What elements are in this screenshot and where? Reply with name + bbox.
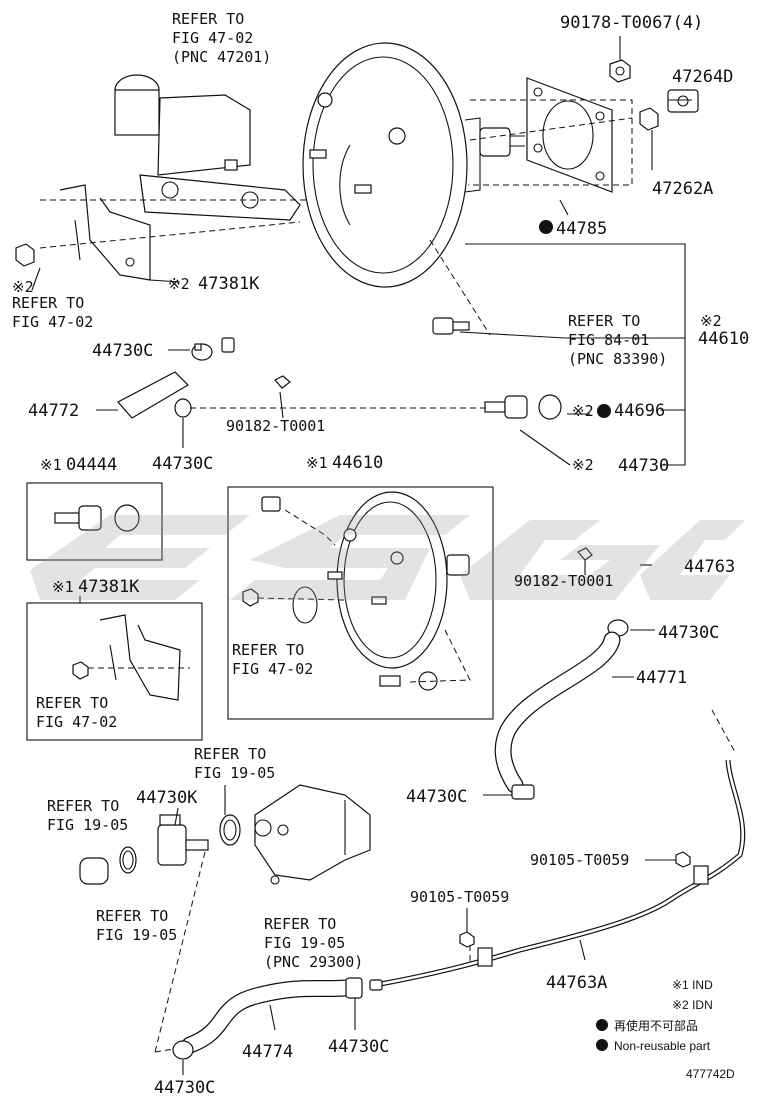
label-44730k: 44730K	[136, 788, 198, 808]
clip-90182-b	[577, 547, 593, 561]
bolt-90105-b	[459, 931, 475, 948]
clevis-47264d	[667, 89, 699, 113]
brake-booster-inset	[242, 491, 470, 691]
label-44696: 44696	[614, 401, 665, 421]
leader-lines	[31, 36, 692, 1075]
master-cylinder	[114, 74, 301, 221]
label-44610-inset: 44610	[332, 453, 383, 473]
note-1-04444: ※1	[40, 456, 62, 474]
label-44763: 44763	[684, 557, 735, 577]
non-reusable-dot-44696	[597, 404, 611, 418]
vacuum-hose-44730	[221, 330, 642, 595]
hose-44763a	[369, 759, 746, 991]
legend-idn: ※2 IDN	[672, 998, 713, 1012]
label-44763a: 44763A	[546, 973, 607, 993]
bracket-47381k	[59, 184, 151, 281]
inset-04444-box	[26, 482, 163, 561]
note-2-left: ※2	[12, 278, 34, 296]
o-ring-top	[219, 814, 241, 846]
label-44771: 44771	[636, 668, 687, 688]
label-44785: 44785	[556, 219, 607, 239]
union-44730k	[157, 814, 209, 866]
clamp-44730c-d	[511, 784, 535, 800]
clip-90182-a	[274, 375, 291, 389]
non-reusable-dot-44785	[539, 220, 553, 234]
note-1-47381k-inset: ※1	[52, 578, 74, 596]
label-47264d: 47264D	[672, 67, 733, 87]
label-44610: 44610	[698, 329, 749, 349]
nut-90178	[609, 59, 631, 83]
cap-left	[79, 857, 109, 885]
clamp-44730c-f	[172, 1040, 194, 1060]
vacuum-pump	[254, 784, 371, 885]
legend-non-reusable-en: Non-reusable part	[614, 1039, 711, 1053]
label-04444: 04444	[66, 455, 117, 475]
note-1-44610-inset: ※1	[306, 454, 328, 472]
bolt-90105-a	[675, 851, 691, 868]
legend-ind: ※1 IND	[672, 978, 713, 992]
diagram-id: 477742D	[686, 1067, 735, 1081]
note-2-47381k: ※2	[168, 275, 190, 293]
note-2-44696: ※2	[572, 402, 594, 420]
label-44774: 44774	[242, 1042, 293, 1062]
label-44730c-d: 44730C	[406, 787, 467, 807]
legend-non-reusable-jp: 再使用不可部品	[614, 1018, 698, 1033]
legend-bullet-en	[596, 1039, 608, 1051]
inset-47381k-box	[26, 602, 203, 741]
label-44730c-e: 44730C	[328, 1037, 389, 1057]
nut-47262a	[639, 107, 659, 131]
check-valve-44696	[484, 394, 562, 420]
o-ring-left	[119, 846, 137, 874]
note-2-44610: ※2	[700, 312, 722, 330]
bracket-hose-b	[693, 865, 709, 885]
bracket-47381k-inset	[72, 614, 181, 701]
gasket-44785	[526, 77, 613, 193]
label-44772: 44772	[28, 401, 79, 421]
label-47381k: 47381K	[198, 274, 260, 294]
label-44730c-f: 44730C	[154, 1078, 215, 1098]
brake-booster	[302, 42, 525, 288]
hose-44772	[117, 371, 189, 419]
label-44730c-c: 44730C	[658, 623, 719, 643]
clamp-44730c-a	[191, 343, 213, 361]
check-valve-04444	[54, 504, 140, 532]
label-44730c-b: 44730C	[152, 454, 213, 474]
label-90182-t0001-a: 90182-T0001	[226, 417, 325, 435]
bracket-hose-a	[477, 947, 493, 967]
inset-44610-box	[227, 486, 494, 720]
label-90105-t0059-a: 90105-T0059	[530, 851, 629, 869]
label-90182-t0001-b: 90182-T0001	[514, 572, 613, 590]
hose-44771	[494, 631, 621, 794]
clamp-44730c-e	[345, 977, 363, 999]
label-44730c-a: 44730C	[92, 341, 153, 361]
bolt-left	[15, 243, 35, 267]
label-90178-t0067: 90178-T0067(4)	[560, 13, 703, 33]
label-44730: 44730	[618, 456, 669, 476]
label-47262a: 47262A	[652, 179, 713, 199]
label-90105-t0059-b: 90105-T0059	[410, 888, 509, 906]
vacuum-sensor	[432, 317, 470, 335]
legend-bullet-jp	[596, 1019, 608, 1031]
watermark-logo	[30, 515, 745, 600]
label-47381k-inset: 47381K	[78, 577, 140, 597]
hose-44774	[181, 979, 354, 1054]
note-2-44730: ※2	[572, 456, 594, 474]
clamp-44730c-b	[174, 398, 192, 418]
